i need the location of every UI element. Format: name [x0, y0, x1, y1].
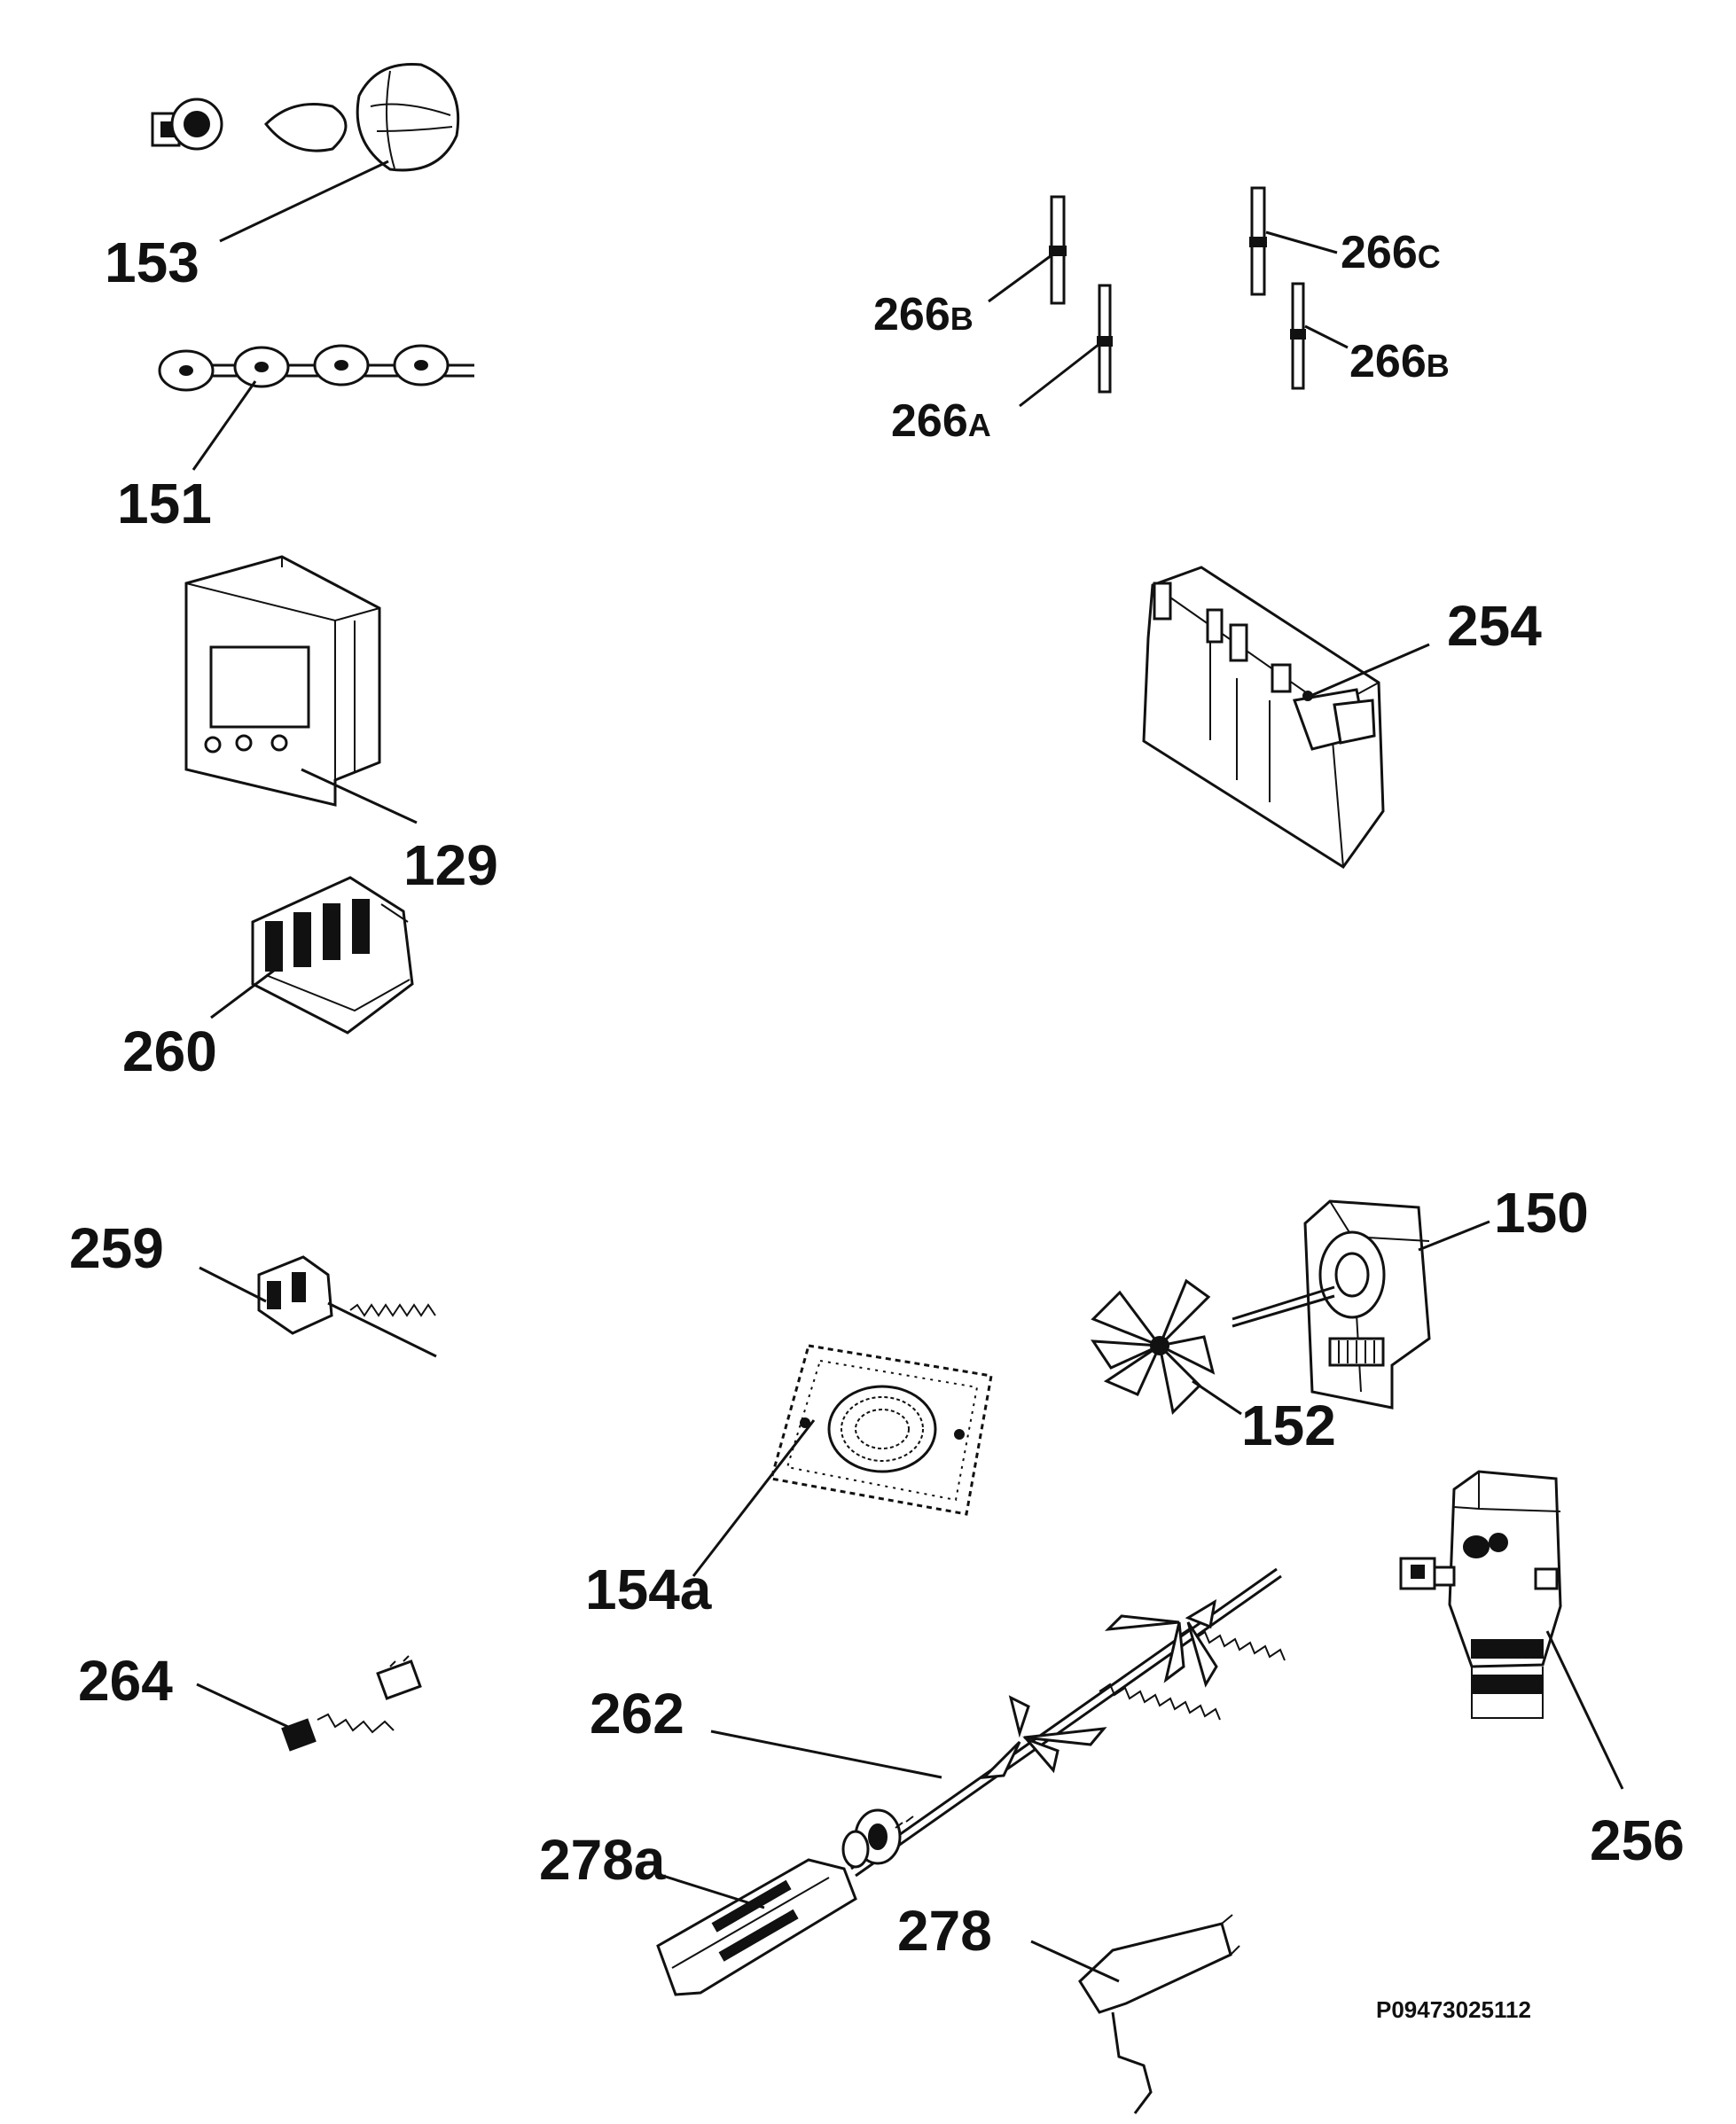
label-278: 278: [897, 1899, 992, 1963]
part-254-terminal-block: [1142, 566, 1385, 870]
leader-151: [192, 380, 257, 471]
leader-266b-right: [1304, 324, 1349, 349]
label-259: 259: [69, 1216, 164, 1280]
part-264-connector: [281, 1655, 422, 1752]
leader-278: [1030, 1940, 1120, 1983]
leader-152: [1192, 1379, 1242, 1416]
leader-129: [301, 768, 418, 824]
leader-264: [196, 1683, 289, 1729]
label-153: 153: [105, 230, 199, 294]
label-254: 254: [1447, 594, 1542, 658]
part-153-lamp-assembly: [151, 62, 460, 172]
label-266a: 266A: [891, 395, 991, 447]
label-266b-right: 266B: [1349, 336, 1450, 387]
label-154a: 154a: [585, 1558, 712, 1621]
part-266a-pin: [1097, 284, 1113, 394]
part-256-thermostat: [1399, 1470, 1562, 1719]
leader-266c: [1265, 230, 1338, 254]
part-260-selector-switch: [251, 876, 414, 1035]
leader-262: [710, 1730, 942, 1779]
leader-150: [1418, 1220, 1490, 1252]
drawing-code: P09473025112: [1376, 1996, 1531, 2023]
part-150-fan-motor: [1232, 1199, 1431, 1409]
leader-254: [1310, 643, 1430, 698]
leader-153: [219, 160, 389, 243]
part-278a-handle: [656, 1858, 857, 1996]
part-266c-pin: [1249, 186, 1267, 296]
label-264: 264: [78, 1649, 173, 1713]
label-266c: 266C: [1341, 227, 1441, 278]
part-278-bracket: [1078, 1914, 1240, 2114]
label-262: 262: [590, 1682, 684, 1745]
part-154a-fan-cover: [770, 1344, 993, 1516]
part-266b-pin-left: [1049, 195, 1067, 305]
leader-278a: [653, 1871, 765, 1909]
label-260: 260: [122, 1019, 217, 1083]
leader-260: [210, 963, 283, 1019]
label-278a: 278a: [539, 1828, 666, 1892]
part-259-switch: [257, 1255, 437, 1358]
part-129-timer-module: [184, 555, 381, 807]
part-151-cable-chain: [158, 344, 474, 392]
leader-256: [1545, 1630, 1624, 1790]
leader-266a: [1019, 342, 1100, 408]
leader-259: [199, 1266, 267, 1303]
label-266b-left: 266B: [873, 289, 974, 340]
label-150: 150: [1494, 1181, 1589, 1245]
label-152: 152: [1241, 1394, 1336, 1457]
label-256: 256: [1590, 1808, 1685, 1872]
part-266b-pin-right: [1290, 282, 1306, 390]
leader-266b-left: [988, 254, 1052, 303]
part-152-fan-blade: [1091, 1278, 1216, 1416]
label-151: 151: [117, 472, 212, 535]
leader-154a: [692, 1419, 816, 1577]
label-129: 129: [403, 833, 498, 897]
part-262-spit-assembly: [841, 1567, 1286, 1878]
